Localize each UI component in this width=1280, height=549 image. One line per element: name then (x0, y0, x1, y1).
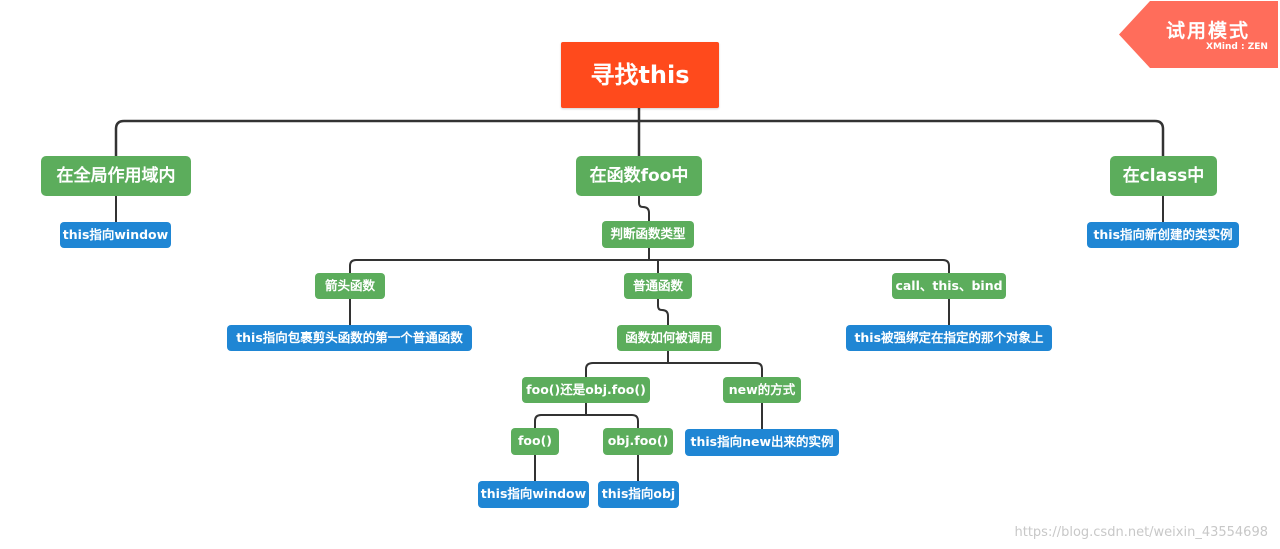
subtopic-judge-function-type[interactable]: 判断函数类型 (602, 221, 694, 248)
xmind-zen-brand: XMind : ZEN (1206, 42, 1268, 52)
leaf-arrow-this-outer-function[interactable]: this指向包裹剪头函数的第一个普通函数 (227, 325, 472, 351)
subtopic-call-apply-bind[interactable]: call、this、bind (892, 273, 1006, 299)
subtopic-foo-or-obj-foo[interactable]: foo()还是obj.foo() (522, 377, 650, 403)
subtopic-normal-function[interactable]: 普通函数 (624, 273, 692, 299)
trial-mode-title: 试用模式 (1166, 20, 1251, 42)
topic-global-scope[interactable]: 在全局作用域内 (41, 156, 191, 196)
root-topic[interactable]: 寻找this (561, 42, 719, 108)
subtopic-obj-foo-call[interactable]: obj.foo() (603, 428, 673, 455)
subtopic-arrow-function[interactable]: 箭头函数 (315, 273, 385, 299)
trial-mode-badge[interactable]: 试用模式 XMind : ZEN (1118, 0, 1280, 70)
leaf-class-this-instance[interactable]: this指向新创建的类实例 (1087, 222, 1239, 248)
subtopic-how-called[interactable]: 函数如何被调用 (617, 325, 721, 351)
leaf-new-this-instance[interactable]: this指向new出来的实例 (685, 429, 839, 456)
leaf-obj-foo-this-obj[interactable]: this指向obj (598, 481, 679, 508)
leaf-global-this-window[interactable]: this指向window (60, 222, 171, 248)
source-watermark: https://blog.csdn.net/weixin_43554698 (1014, 525, 1268, 540)
leaf-bind-this-target-object[interactable]: this被强绑定在指定的那个对象上 (846, 325, 1052, 351)
badge-shape (1119, 1, 1278, 68)
leaf-foo-this-window[interactable]: this指向window (478, 481, 589, 508)
topic-in-class[interactable]: 在class中 (1110, 156, 1217, 196)
topic-in-function-foo[interactable]: 在函数foo中 (576, 156, 702, 196)
subtopic-new-style[interactable]: new的方式 (723, 377, 801, 403)
subtopic-foo-call[interactable]: foo() (511, 428, 559, 455)
